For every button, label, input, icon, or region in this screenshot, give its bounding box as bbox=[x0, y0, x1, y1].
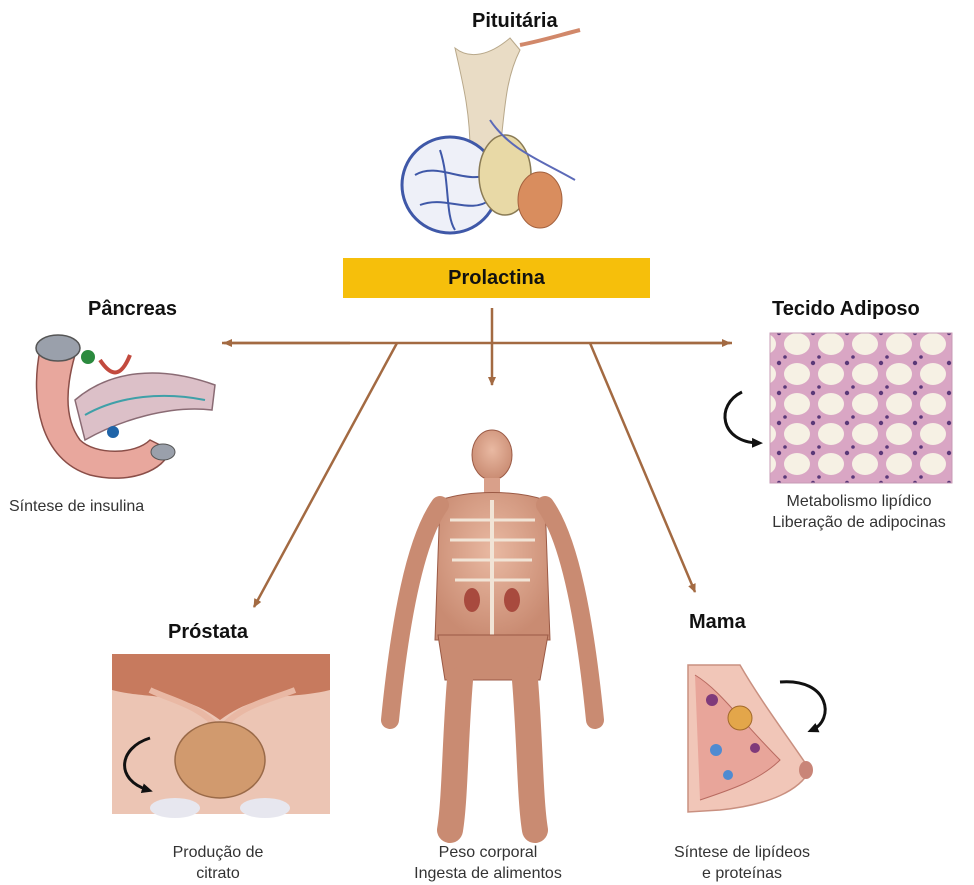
prostate-caption-line-1: Produção de bbox=[140, 842, 296, 863]
adipose-caption: Metabolismo lipídico Liberação de adipoc… bbox=[746, 491, 972, 533]
pancreas-title: Pâncreas bbox=[88, 298, 177, 321]
pituitary-illustration bbox=[402, 30, 580, 233]
adipose-caption-line-1: Metabolismo lipídico bbox=[746, 491, 972, 512]
adipose-title: Tecido Adiposo bbox=[772, 298, 920, 321]
pancreas-caption: Síntese de insulina bbox=[9, 496, 144, 517]
autocrine-arrow-adipose bbox=[725, 392, 758, 443]
breast-title: Mama bbox=[689, 611, 746, 634]
breast-caption-line-2: e proteínas bbox=[642, 863, 842, 884]
prostate-title: Próstata bbox=[168, 621, 248, 644]
arrow-to-prostate bbox=[254, 343, 397, 607]
human-body-anatomy bbox=[390, 430, 595, 830]
body-caption-line-1: Peso corporal bbox=[386, 842, 590, 863]
prostate-illustration bbox=[112, 654, 330, 818]
arrow-to-breast bbox=[590, 343, 695, 592]
pancreas-illustration bbox=[36, 335, 215, 478]
prostate-caption-line-2: citrato bbox=[140, 863, 296, 884]
breast-anatomy bbox=[688, 665, 813, 812]
prostate-caption: Produção de citrato bbox=[140, 842, 296, 884]
breast-caption: Síntese de lipídeos e proteínas bbox=[642, 842, 842, 884]
adipose-caption-line-2: Liberação de adipocinas bbox=[746, 512, 972, 533]
adipose-tissue-micrograph bbox=[770, 333, 952, 483]
prolactin-hub: Prolactina bbox=[343, 258, 650, 298]
autocrine-arrow-breast bbox=[780, 682, 825, 730]
body-caption-line-2: Ingesta de alimentos bbox=[386, 863, 590, 884]
breast-caption-line-1: Síntese de lipídeos bbox=[642, 842, 842, 863]
body-caption: Peso corporal Ingesta de alimentos bbox=[386, 842, 590, 884]
pituitary-title: Pituitária bbox=[472, 10, 558, 33]
